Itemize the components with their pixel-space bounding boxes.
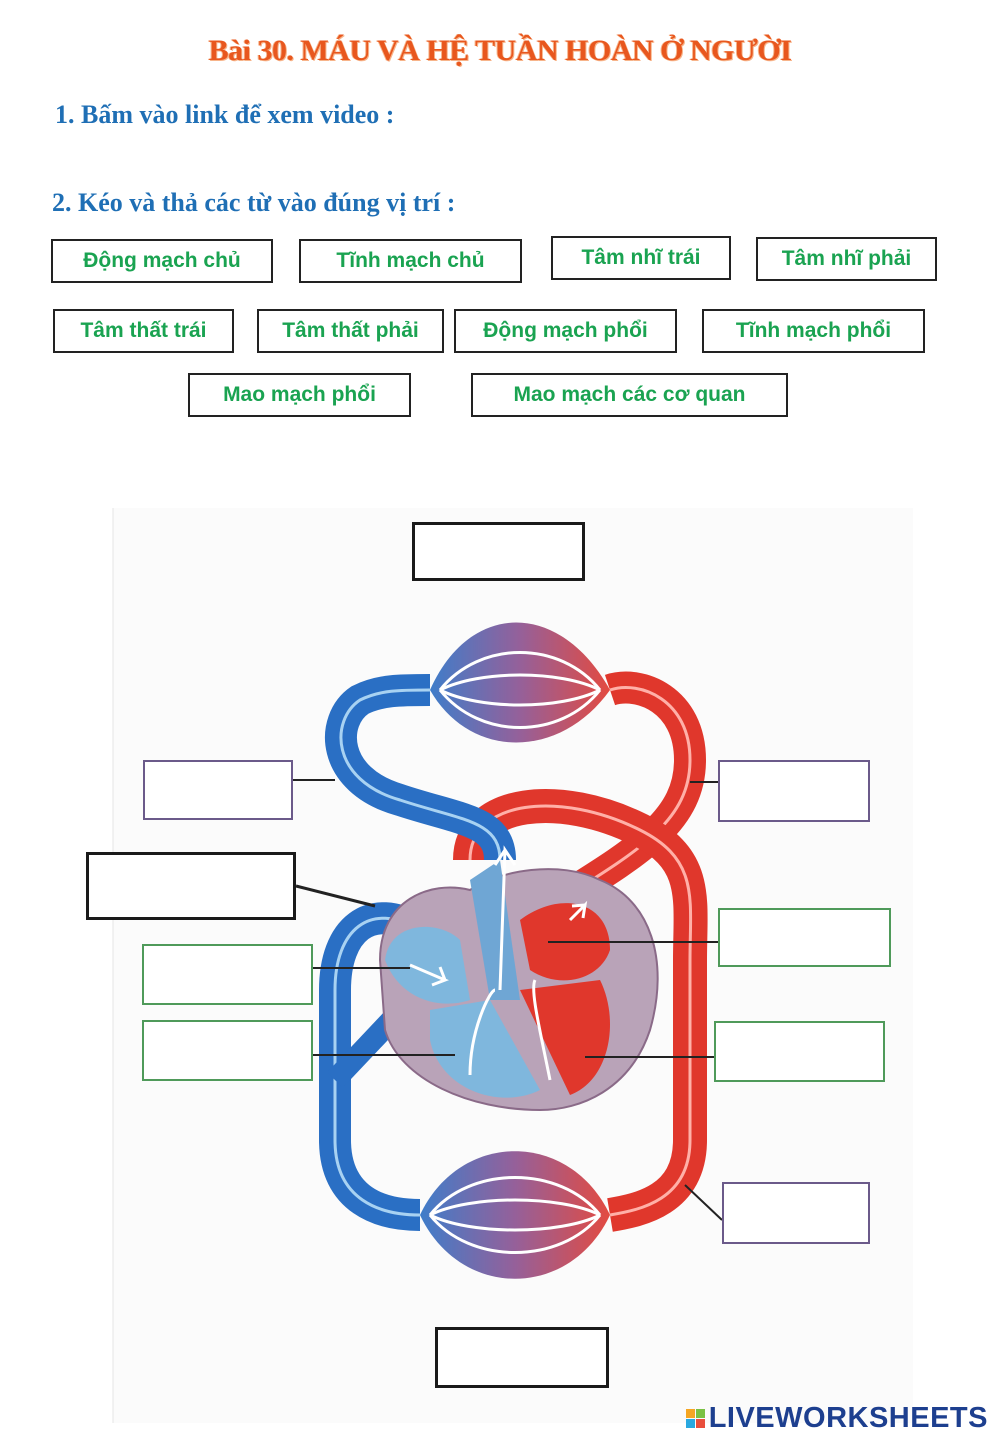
right-atrium bbox=[385, 926, 470, 1004]
brand-name: LIVEWORKSHEETS bbox=[708, 1402, 988, 1434]
word-chip-mao-mach-cac-co-quan[interactable]: Mao mạch các cơ quan bbox=[471, 373, 788, 417]
drop-zone-right-lower[interactable] bbox=[722, 1182, 870, 1244]
drop-zone-bottom[interactable] bbox=[435, 1327, 609, 1388]
liveworksheets-logo-icon bbox=[685, 1409, 705, 1428]
drop-zone-left-ventricle-side[interactable] bbox=[142, 1020, 313, 1081]
drop-zone-left-middle[interactable] bbox=[86, 852, 296, 920]
pulmonary-artery-vessel bbox=[325, 674, 516, 862]
question-2: 2. Kéo và thả các từ vào đúng vị trí : bbox=[52, 188, 456, 217]
liveworksheets-brand: LIVEWORKSHEETS bbox=[685, 1402, 988, 1435]
flow-arrows bbox=[409, 845, 588, 1081]
word-chip-tam-that-trai[interactable]: Tâm thất trái bbox=[53, 309, 234, 353]
word-chip-mao-mach-phoi[interactable]: Mao mạch phổi bbox=[188, 373, 411, 417]
organ-capillary-bed bbox=[420, 1151, 610, 1279]
drop-zone-left-atrium-side[interactable] bbox=[142, 944, 313, 1005]
word-chip-dong-mach-chu[interactable]: Động mạch chủ bbox=[51, 239, 273, 283]
right-ventricle bbox=[430, 1000, 540, 1098]
pulmonary-vein-vessel bbox=[551, 671, 707, 914]
vena-cava-vessel bbox=[319, 902, 429, 1231]
leader-lines bbox=[292, 779, 723, 1221]
question-1: 1. Bấm vào link để xem video : bbox=[55, 100, 395, 129]
left-ventricle bbox=[520, 980, 610, 1095]
lung-capillary-bed bbox=[430, 622, 610, 743]
aorta-vessel bbox=[453, 789, 708, 1232]
word-chip-tam-nhi-trai[interactable]: Tâm nhĩ trái bbox=[551, 236, 731, 280]
heart bbox=[378, 860, 659, 1112]
page-title: Bài 30. MÁU VÀ HỆ TUẦN HOÀN Ở NGƯỜI bbox=[208, 34, 792, 67]
drop-zone-right-upper[interactable] bbox=[718, 760, 870, 822]
word-chip-tam-nhi-phai[interactable]: Tâm nhĩ phải bbox=[756, 237, 937, 281]
word-chip-tinh-mach-chu[interactable]: Tĩnh mạch chủ bbox=[299, 239, 522, 283]
word-chip-tinh-mach-phoi[interactable]: Tĩnh mạch phổi bbox=[702, 309, 925, 353]
left-atrium bbox=[520, 903, 610, 981]
drop-zone-right-ventricle-side[interactable] bbox=[714, 1021, 885, 1082]
drop-zone-right-atrium-side[interactable] bbox=[718, 908, 891, 967]
word-chip-dong-mach-phoi[interactable]: Động mạch phổi bbox=[454, 309, 677, 353]
drop-zone-left-upper[interactable] bbox=[143, 760, 293, 820]
drop-zone-top[interactable] bbox=[412, 522, 585, 581]
word-chip-tam-that-phai[interactable]: Tâm thất phải bbox=[257, 309, 444, 353]
